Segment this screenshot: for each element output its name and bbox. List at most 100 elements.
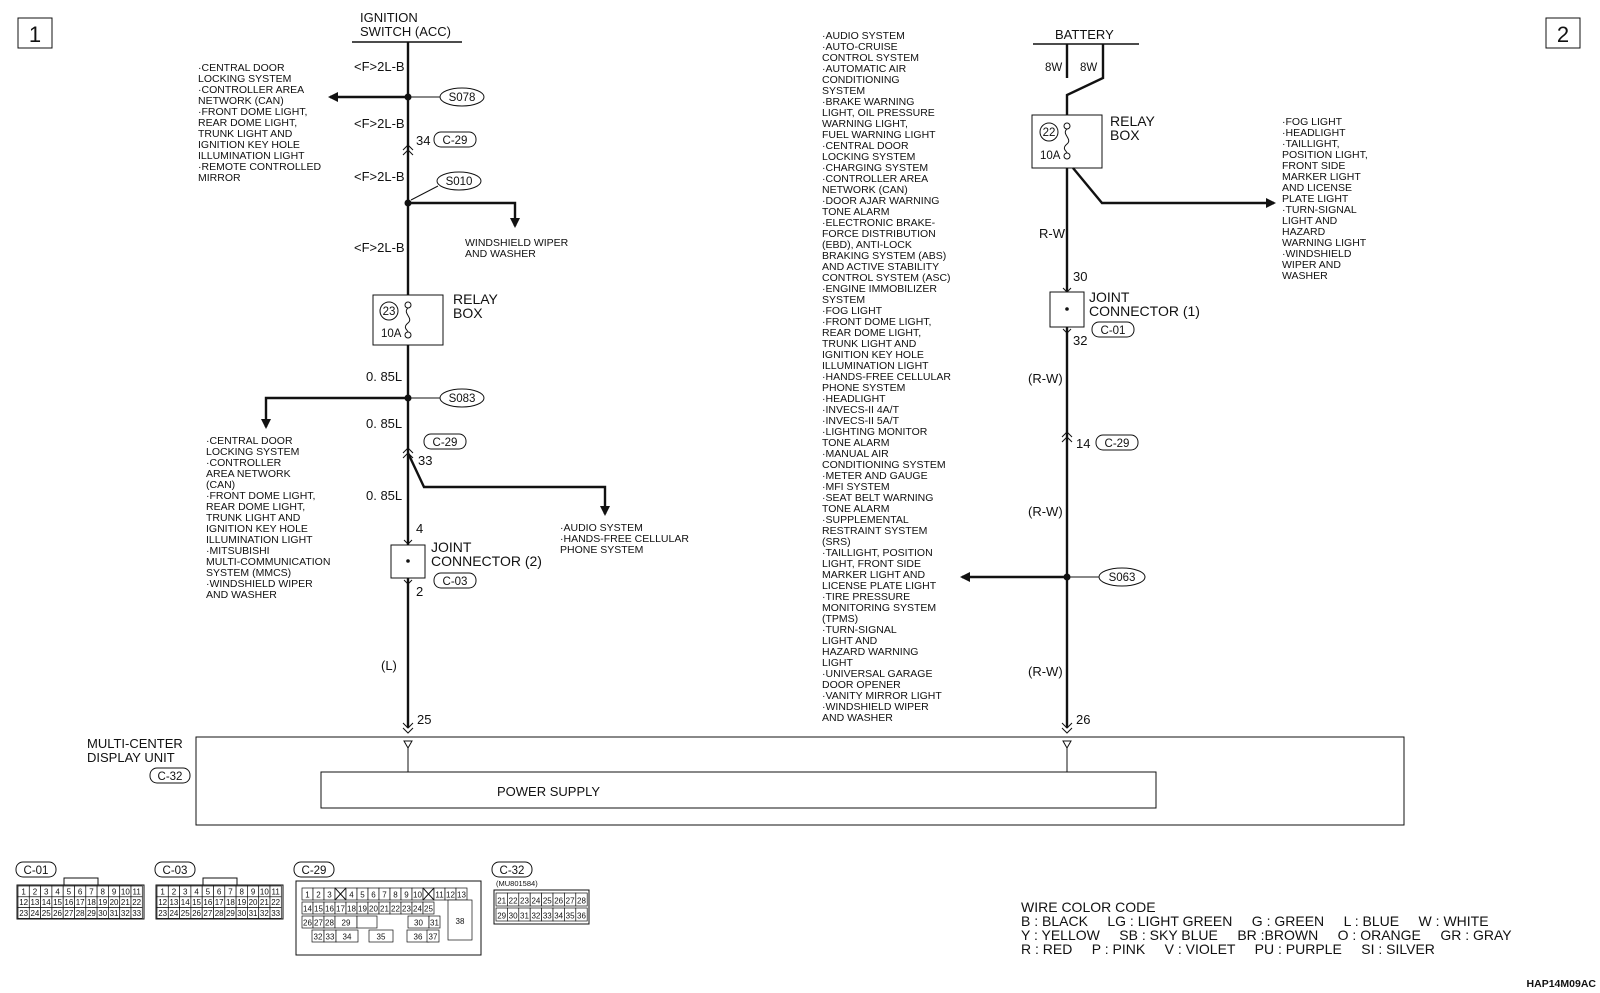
- connector-pin: [422, 901, 435, 915]
- connector-pin-label: 27: [314, 919, 323, 928]
- branch-line: ·CHARGING SYSTEM: [822, 162, 928, 174]
- connector-tag-label: C-29: [302, 865, 327, 877]
- wire-label: 8W: [1080, 62, 1097, 74]
- branch-line: IGNITION KEY HOLE: [206, 523, 308, 535]
- branch-line: LIGHT AND: [1282, 215, 1338, 227]
- unit-input-pin-26: [1062, 740, 1072, 772]
- branch-line: ·VANITY MIRROR LIGHT: [822, 690, 942, 702]
- connector-pin-label: 14: [181, 898, 190, 907]
- connector-tag-label: C-29: [1105, 438, 1130, 450]
- connector-pin-label: 33: [543, 912, 552, 921]
- branch-line: (TPMS): [822, 613, 858, 625]
- connector-pin-label: 38: [456, 917, 465, 926]
- connector-pin-label: 16: [203, 898, 212, 907]
- branch-line: LICENSE PLATE LIGHT: [822, 580, 937, 592]
- connector-tag-label: C-29: [433, 437, 458, 449]
- connector-pin-label: 17: [336, 905, 345, 914]
- connector-pin-label: 5: [67, 887, 72, 896]
- unit-label-2: DISPLAY UNIT: [87, 750, 175, 765]
- branch-line: FRONT SIDE: [1282, 160, 1345, 172]
- connector-pin: [575, 907, 588, 922]
- splice-tag-s083: [439, 388, 485, 408]
- branch-line: NETWORK (CAN): [198, 95, 284, 107]
- connector-pin-label: 11: [271, 887, 280, 896]
- connector-pin-label: 23: [19, 909, 28, 918]
- pin-number: 4: [416, 521, 423, 536]
- wire-label: (R-W): [1028, 371, 1063, 386]
- branch-line: ·LIGHTING MONITOR: [822, 426, 928, 438]
- connector-pin-label: 10: [121, 887, 130, 896]
- connector-pin-label: 37: [429, 933, 438, 942]
- connector-symbol: [1061, 431, 1073, 443]
- connector-pin-label: 18: [347, 905, 356, 914]
- wire-label: 8W: [1045, 62, 1062, 74]
- connector-pin-label: 28: [215, 909, 224, 918]
- connector-pin-label: 18: [87, 898, 96, 907]
- connector-tag-label: C-32: [158, 771, 183, 783]
- connector-pin-label: 24: [30, 909, 39, 918]
- connector-pin-label: 33: [132, 909, 141, 918]
- branch-arrow-c29: [406, 452, 610, 516]
- connector-pin-label: 5: [206, 887, 211, 896]
- connector-pin-label: 10: [413, 891, 422, 900]
- branch-line: ·INVECS-II 4A/T: [822, 404, 900, 416]
- joint-label-2: CONNECTOR (1): [1089, 303, 1200, 319]
- branch-line: SYSTEM (MMCS): [206, 567, 291, 579]
- connector-pin-label: 34: [554, 912, 563, 921]
- connector-pin-label: 31: [249, 909, 258, 918]
- branch-line: ·AUTOMATIC AIR: [822, 63, 907, 75]
- branch-line: ·METER AND GAUGE: [822, 470, 928, 482]
- connector-symbol: [1062, 328, 1072, 334]
- connector-pin-label: 6: [217, 887, 222, 896]
- branch-line: ·DOOR AJAR WARNING: [822, 195, 939, 207]
- page-number-left: 1: [29, 22, 41, 47]
- connector-pin-label: 24: [413, 905, 422, 914]
- branch-line: ·TURN-SIGNAL: [1282, 204, 1357, 216]
- splice-tag-s010: [436, 171, 482, 191]
- connector-pin-label: 4: [194, 887, 199, 896]
- multi-center-display-unit: MULTI-CENTER DISPLAY UNIT C-32 POWER SUP…: [87, 736, 1405, 826]
- connector-pin-label: 19: [98, 898, 107, 907]
- joint-label-1: JOINT: [431, 539, 472, 555]
- branch-line: ·INVECS-II 5A/T: [822, 415, 900, 427]
- connector-pin-label: 2: [316, 891, 321, 900]
- color-code-title: WIRE COLOR CODE: [1021, 899, 1156, 915]
- branch-line: ·MANUAL AIR: [822, 448, 889, 460]
- branch-line: ·WINDSHIELD WIPER: [822, 701, 929, 713]
- connector-pin-label: 26: [192, 909, 201, 918]
- connector-pin-label: 14: [303, 905, 312, 914]
- joint-label-1: JOINT: [1089, 289, 1130, 305]
- fuse-rating: 10A: [1040, 150, 1061, 162]
- branch-line: ·ENGINE IMMOBILIZER: [822, 283, 937, 295]
- connector-pin-label: 15: [53, 898, 62, 907]
- connector-lock: [202, 877, 238, 885]
- branch-line: ·CONTROLLER: [206, 457, 282, 469]
- connector-pin-label: 23: [402, 905, 411, 914]
- splice-s063-label: S063: [1109, 572, 1136, 584]
- connector-pin-label: 35: [566, 912, 575, 921]
- branch-line: POSITION LIGHT,: [1282, 149, 1368, 161]
- branch-line: MARKER LIGHT: [1282, 171, 1361, 183]
- connector-pin-label: 9: [404, 891, 409, 900]
- connector-pin-label: 18: [226, 898, 235, 907]
- branch-arrow-s083: [261, 396, 408, 429]
- connector-pin-label: 12: [158, 898, 167, 907]
- connector-pin-label: 15: [192, 898, 201, 907]
- branch-line: ·AUTO-CRUISE: [822, 41, 898, 53]
- connector-pin-label: 10: [260, 887, 269, 896]
- fuse-number: 23: [383, 306, 396, 318]
- connector-tag: [15, 861, 57, 878]
- connector-pin-label: 9: [251, 887, 256, 896]
- relay-box-label-2: BOX: [1110, 127, 1140, 143]
- splice-s083-label: S083: [449, 393, 476, 405]
- fuse-terminal: [404, 301, 412, 309]
- branch-line: LOCKING SYSTEM: [198, 73, 291, 85]
- branch-line: IGNITION KEY HOLE: [822, 349, 924, 361]
- branch-line: RESTRAINT SYSTEM: [822, 525, 927, 537]
- connector-pin-label: 31: [430, 919, 439, 928]
- diagram-code: HAP14M09AC: [1527, 978, 1597, 990]
- branch-line: AREA NETWORK: [206, 468, 291, 480]
- connector-pin-label: 27: [64, 909, 73, 918]
